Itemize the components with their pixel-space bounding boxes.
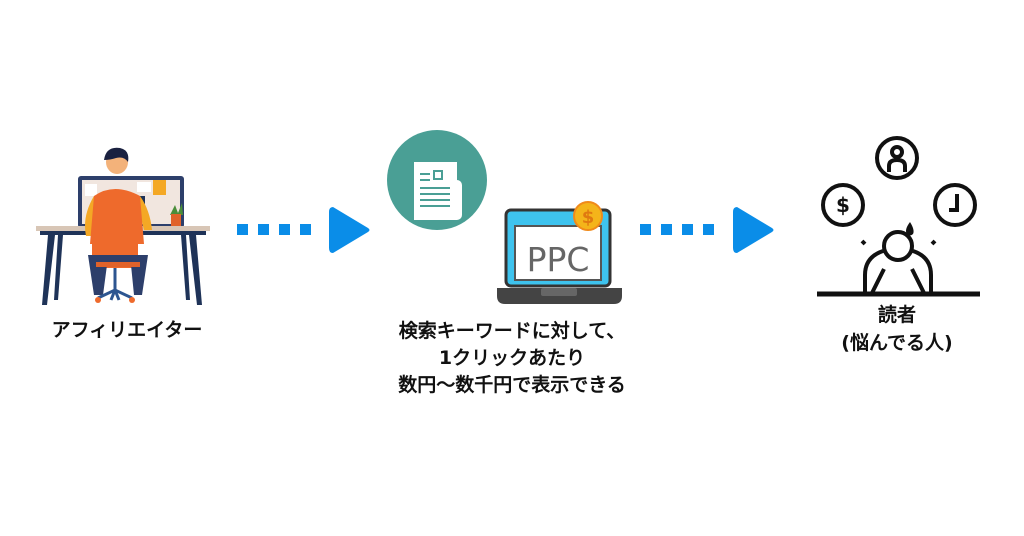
middle-text-line-1: 検索キーワードに対して、 — [398, 320, 626, 342]
coin-icon: $ — [573, 201, 603, 231]
laptop-text: PPC — [527, 240, 590, 279]
sweat-drop-icon — [906, 222, 914, 236]
reader-sublabel: (悩んでる人) — [841, 332, 953, 354]
affiliate-label: アフィリエイター — [51, 319, 203, 341]
reader-label: 読者 — [877, 304, 917, 326]
dollar-icon: $ — [836, 193, 850, 217]
middle-text-line-2: 1クリックあたり — [438, 347, 586, 369]
newspaper-icon — [387, 130, 487, 230]
arrow-right-2 — [640, 207, 774, 253]
coin-symbol: $ — [582, 207, 595, 228]
arrow-right-1 — [237, 207, 370, 253]
worried-reader-icon — [817, 136, 980, 297]
person-at-desk-icon — [36, 147, 210, 305]
middle-text-line-3: 数円〜数千円で表示できる — [398, 374, 626, 396]
